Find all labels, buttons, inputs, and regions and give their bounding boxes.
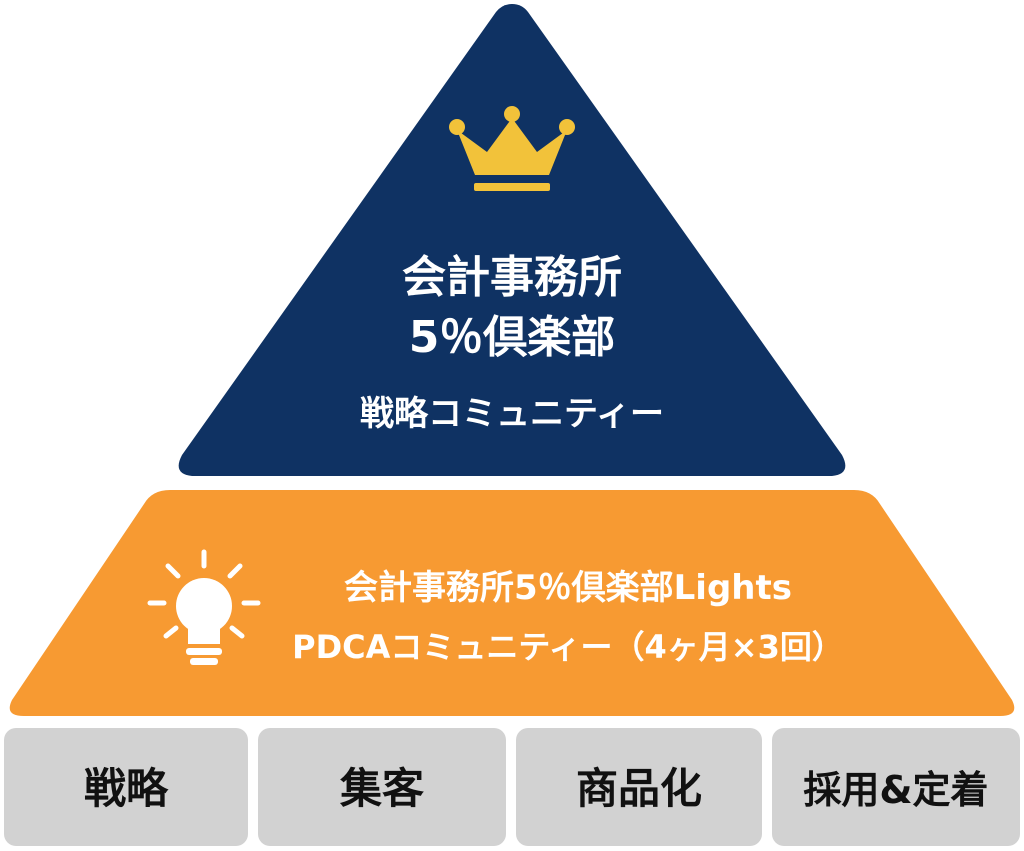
base-box-3 [516, 728, 762, 846]
base-label-3: 商品化 [576, 764, 702, 813]
base-label-4: 採用&定着 [803, 768, 988, 812]
base-box-1 [4, 728, 248, 846]
top-tier-subtitle: 戦略コミュニティー [360, 394, 664, 434]
base-label-2: 集客 [339, 764, 424, 813]
crown-icon [449, 106, 575, 191]
top-tier-title-line1: 会計事務所 [402, 252, 622, 303]
middle-tier-trapezoid [9, 490, 1015, 716]
base-label-1: 戦略 [84, 764, 169, 813]
lightbulb-icon [147, 549, 261, 665]
top-tier-title-line2: 5％倶楽部 [409, 312, 616, 363]
base-row: 戦略 集客 商品化 採用&定着 [4, 728, 1020, 846]
base-box-4 [772, 728, 1020, 846]
middle-tier-line2: PDCAコミュニティー（4ヶ月×3回） [292, 628, 844, 666]
top-tier-triangle [178, 4, 846, 476]
base-box-2 [258, 728, 506, 846]
middle-tier-line1: 会計事務所5％倶楽部Lights [344, 568, 792, 608]
